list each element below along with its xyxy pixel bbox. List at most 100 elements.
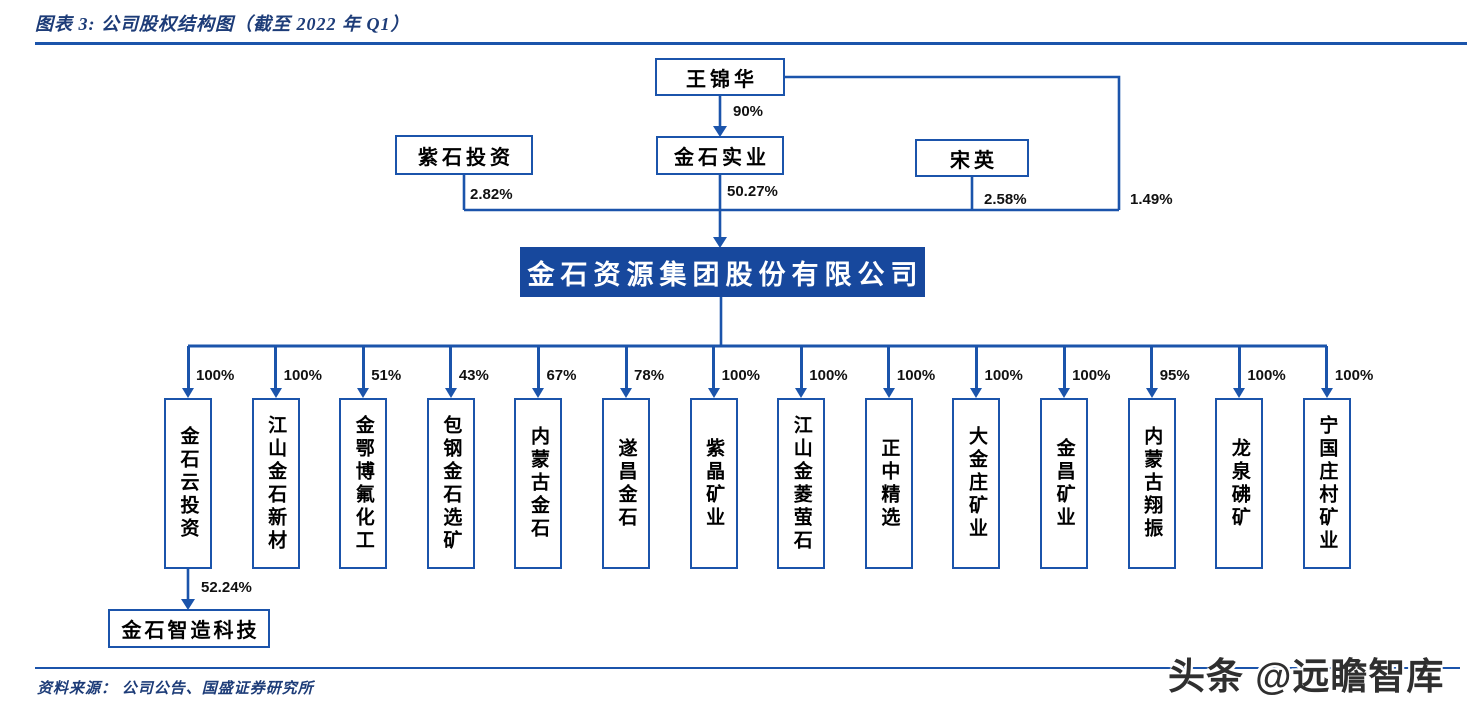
- connector-line: [712, 346, 716, 389]
- arrow-down-icon: [532, 388, 545, 398]
- subsidiary-box: 宁国庄村矿业: [1302, 398, 1351, 569]
- subsidiary-name: 正中精选: [878, 437, 900, 530]
- subsidiary-name: 龙泉砩矿: [1228, 437, 1250, 530]
- ownership-percent: 90%: [733, 103, 764, 120]
- ownership-percent: 52.24%: [201, 579, 252, 596]
- arrow-down-icon: [1233, 388, 1246, 398]
- shareholder-name: 王锦华: [686, 68, 758, 91]
- arrow-down-icon: [620, 388, 633, 398]
- shareholder-name: 紫石投资: [418, 146, 514, 169]
- arrow-down-icon: [269, 388, 282, 398]
- subsidiary-box: 包钢金石选矿: [426, 398, 475, 569]
- subsidiary-box: 金鄂博氟化工: [339, 398, 388, 569]
- ownership-percent: 100%: [1247, 367, 1286, 384]
- ownership-percent: 100%: [196, 367, 235, 384]
- subsidiary-name: 宁国庄村矿业: [1316, 414, 1338, 553]
- ownership-percent: 100%: [896, 367, 936, 384]
- ownership-percent: 100%: [1334, 367, 1374, 384]
- subsidiary-name: 江山金石新材: [265, 414, 287, 553]
- subsidiary-column: 100% 龙泉砩矿: [1215, 346, 1286, 570]
- source-note: 资料来源： 公司公告、国盛证券研究所: [37, 681, 314, 697]
- arrow-down-icon: [713, 237, 727, 248]
- shareholder-box-founder: 王锦华: [655, 58, 785, 96]
- subsidiary-column: 95% 内蒙古翔振: [1127, 346, 1190, 570]
- figure-title: 图表 3: 公司股权结构图（截至 2022 年 Q1）: [35, 14, 410, 34]
- arrow-down-icon: [713, 126, 727, 137]
- subsidiary-name: 大金庄矿业: [965, 426, 987, 541]
- footer-divider: [35, 667, 1460, 669]
- shareholder-name: 金石实业: [674, 147, 770, 169]
- arrow-down-icon: [795, 388, 808, 398]
- subsidiary-name: 包钢金石选矿: [440, 414, 462, 553]
- subsidiary-box: 江山金菱萤石: [777, 398, 826, 569]
- ownership-percent: 100%: [1072, 367, 1111, 384]
- ownership-percent: 100%: [721, 367, 761, 384]
- title-divider: [35, 42, 1467, 45]
- company-name: 金石资源集团股份有限公司: [527, 259, 924, 290]
- arrow-down-icon: [970, 388, 983, 398]
- subsidiary-name: 遂昌金石: [615, 437, 637, 530]
- arrow-down-icon: [357, 388, 370, 398]
- connector-line: [974, 346, 978, 389]
- subsidiary-name: 金石云投资: [177, 426, 199, 541]
- ownership-percent: 67%: [546, 367, 577, 384]
- ownership-percent: 51%: [371, 367, 402, 384]
- connector-line: [361, 346, 365, 389]
- ownership-percent: 50.27%: [727, 183, 778, 200]
- sub-subsidiary-name: 金石智造科技: [121, 620, 260, 642]
- arrow-down-icon: [444, 388, 457, 398]
- subsidiary-column: 78% 遂昌金石: [602, 346, 664, 570]
- subsidiaries-row: 100% 金石云投资 100% 江山金石新材 51% 金鄂博氟化工 43% 包钢…: [164, 346, 1373, 570]
- shareholder-name: 宋英: [950, 149, 998, 172]
- arrow-down-icon: [1058, 388, 1071, 398]
- subsidiary-name: 内蒙古金石: [527, 426, 549, 541]
- subsidiary-box: 正中精选: [864, 398, 913, 569]
- shareholder-box-jinshi-industry: 金石实业: [656, 136, 784, 175]
- connector-line: [186, 346, 190, 389]
- shareholder-box-zishi: 紫石投资: [395, 135, 533, 175]
- arrow-down-icon: [707, 388, 720, 398]
- arrow-down-icon: [882, 388, 895, 398]
- ownership-percent: 100%: [809, 367, 848, 384]
- subsidiary-box: 内蒙古金石: [514, 398, 563, 569]
- subsidiary-name: 内蒙古翔振: [1141, 426, 1163, 541]
- shareholder-box-songying: 宋英: [915, 139, 1029, 177]
- arrow-down-icon: [182, 388, 194, 398]
- subsidiary-box: 江山金石新材: [251, 398, 300, 569]
- subsidiary-name: 金昌矿业: [1053, 437, 1075, 530]
- subsidiary-column: 51% 金鄂博氟化工: [339, 346, 401, 570]
- ownership-percent: 2.58%: [984, 191, 1027, 208]
- subsidiary-column: 100% 宁国庄村矿业: [1302, 346, 1373, 570]
- connector-line: [799, 346, 803, 389]
- subsidiary-column: 67% 内蒙古金石: [514, 346, 576, 570]
- connector-line: [887, 346, 891, 389]
- subsidiary-name: 江山金菱萤石: [790, 414, 812, 553]
- ownership-percent: 95%: [1159, 367, 1190, 384]
- ownership-percent: 43%: [458, 367, 489, 384]
- connector-line: [1325, 346, 1329, 389]
- subsidiary-box: 龙泉砩矿: [1215, 398, 1264, 569]
- connector-line: [1237, 346, 1241, 389]
- subsidiary-column: 100% 金石云投资: [164, 346, 234, 570]
- connector-line: [1150, 346, 1154, 389]
- subsidiary-column: 100% 正中精选: [864, 346, 935, 570]
- ownership-percent: 78%: [634, 367, 665, 384]
- subsidiary-box: 金昌矿业: [1040, 398, 1089, 569]
- subsidiary-box: 遂昌金石: [602, 398, 651, 569]
- subsidiary-name: 紫晶矿业: [703, 437, 725, 530]
- subsidiary-column: 100% 江山金菱萤石: [777, 346, 848, 570]
- subsidiary-box: 大金庄矿业: [952, 398, 1001, 569]
- subsidiary-box: 紫晶矿业: [689, 398, 738, 569]
- arrow-down-icon: [1145, 388, 1158, 398]
- connector-line: [536, 346, 540, 389]
- company-box: 金石资源集团股份有限公司: [520, 247, 925, 297]
- subsidiary-column: 100% 金昌矿业: [1040, 346, 1110, 570]
- sub-subsidiary-box: 金石智造科技: [108, 609, 270, 648]
- arrow-down-icon: [181, 599, 195, 610]
- ownership-percent: 2.82%: [470, 186, 513, 203]
- subsidiary-column: 43% 包钢金石选矿: [426, 346, 489, 570]
- watermark: 头条 @远瞻智库: [1168, 656, 1445, 697]
- subsidiary-name: 金鄂博氟化工: [352, 414, 374, 553]
